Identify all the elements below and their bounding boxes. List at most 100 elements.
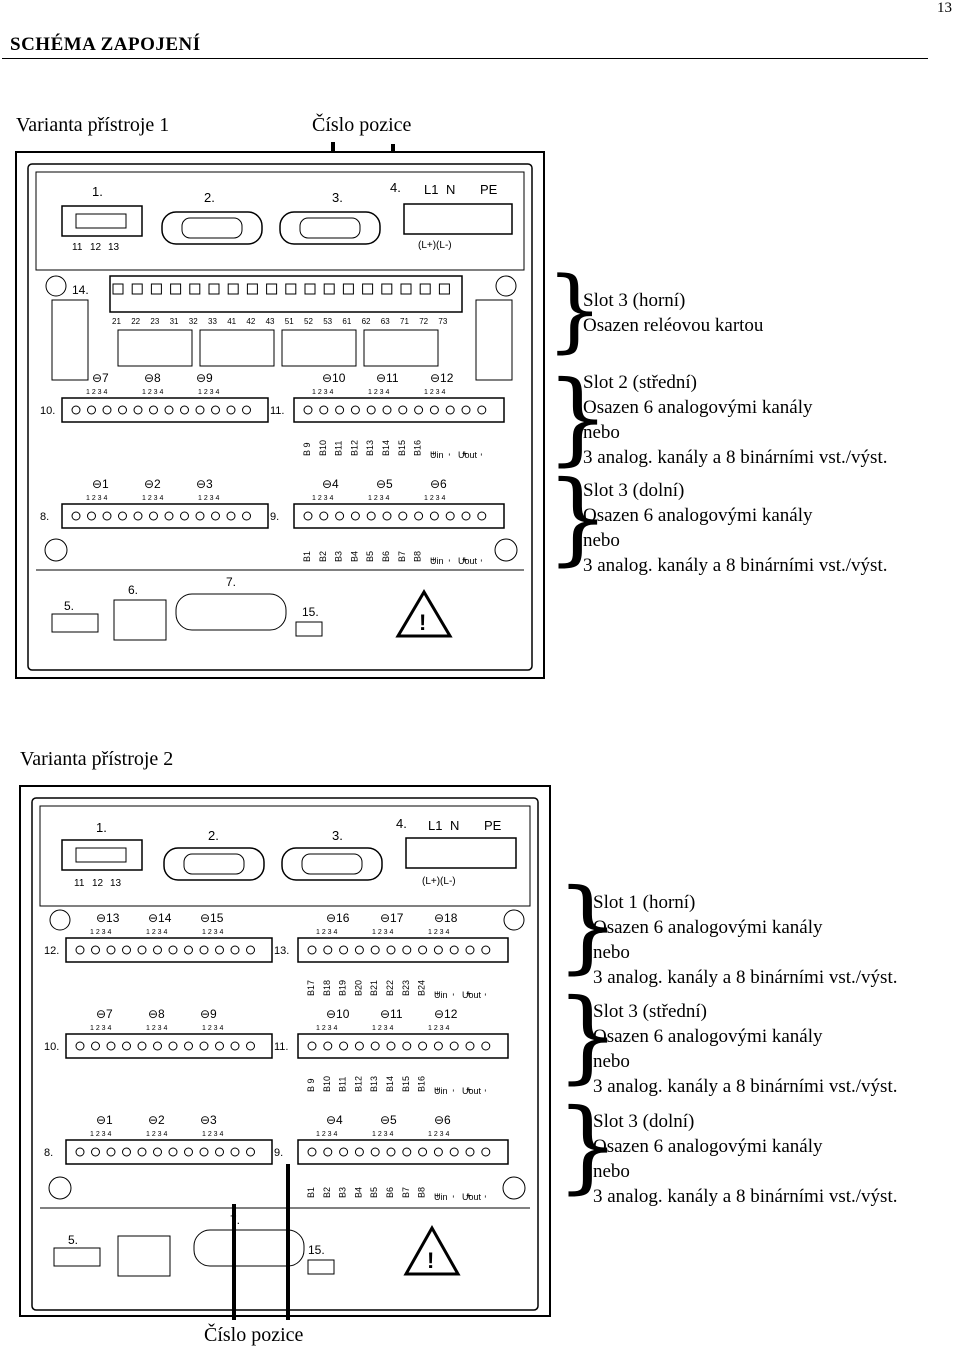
v2-mid-terminal-screw	[481, 1041, 491, 1051]
v2-mid-channel-label: ⊖12	[434, 1007, 458, 1021]
v2-mid-terminal-screw	[91, 1041, 100, 1051]
v1-pin-11: 11	[72, 242, 83, 253]
v1-bot-terminal-screw	[149, 511, 158, 521]
v1-label-5: 5.	[64, 599, 74, 613]
v1-brace-1: }	[546, 258, 604, 363]
v2-bot-terminal-screw	[370, 1147, 380, 1157]
v2-ethernet-port	[117, 1235, 171, 1277]
v1-db-connector-7	[175, 593, 287, 631]
v2-brace-1: }	[556, 867, 620, 984]
v2-mid-binary-label: B16	[417, 1076, 427, 1092]
v1-mid-pin-numbers: 1 2 3 4	[142, 389, 164, 396]
v2-mid-binary-label: +	[432, 1087, 442, 1092]
v2-note-3: Slot 3 (dolní) Osazen 6 analogovými kaná…	[593, 1109, 897, 1209]
v2-bot-terminal-screw	[402, 1147, 412, 1157]
v2-db-connector-7	[193, 1229, 305, 1267]
v2-bot-row-left-label: 8.	[44, 1147, 53, 1159]
v2-top-terminal-screw	[386, 945, 396, 955]
v1-bot-terminal-screw	[461, 511, 471, 521]
v2-top-terminal-screw	[433, 945, 443, 955]
v2-mid-binary-label: -	[480, 1089, 490, 1092]
v1-mid-row-right-label: 11.	[270, 405, 284, 417]
v1-slot14-label: 14.	[72, 283, 89, 297]
v2-mid-binary-label: B13	[369, 1076, 379, 1092]
v2-bot-channel-label: ⊖3	[200, 1113, 217, 1127]
v2-mid-pin-numbers: 1 2 3 4	[316, 1025, 338, 1032]
v2-housing-inner	[31, 797, 539, 1311]
v2-mid-terminal-screw	[370, 1041, 380, 1051]
v2-bot-pin-numbers: 1 2 3 4	[202, 1131, 224, 1138]
v1-bot-pin-numbers: 1 2 3 4	[86, 495, 108, 502]
v2-bot-pin-numbers: 1 2 3 4	[372, 1131, 394, 1138]
v2-bot-binary-label: B7	[401, 1187, 411, 1198]
v1-note-1-line-1: Osazen reléovou kartou	[583, 315, 764, 336]
section-title: SCHÉMA ZAPOJENÍ	[10, 34, 201, 55]
header-rule	[2, 58, 928, 59]
v1-bot-terminal-screw	[319, 511, 329, 521]
v2-top-channel-label: ⊖17	[380, 911, 404, 925]
v1-relay-pin-slot	[400, 283, 412, 295]
v1-relay-pin-slot	[438, 283, 450, 295]
v1-label-l1: L1	[424, 182, 438, 197]
v2-pin-13: 13	[110, 878, 122, 889]
v1-mid-terminal-screw	[335, 405, 345, 415]
v2-top-row-right-label: 13.	[274, 945, 289, 957]
v2-bot-terminal-screw	[75, 1147, 85, 1157]
v2-bot-channel-label: ⊖6	[434, 1113, 451, 1127]
v2-bot-binary-label: B4	[353, 1187, 363, 1198]
v2-note-1-line-1: Osazen 6 analogovými kanály	[593, 917, 823, 938]
v1-bot-terminal-screw	[87, 511, 96, 521]
v2-top-terminal-screw	[137, 945, 147, 955]
v1-relay-pin-slot	[208, 283, 220, 295]
v2-top-channel-label: ⊖15	[200, 911, 224, 925]
v2-note-2-title: Slot 3 (střední)	[593, 1001, 707, 1022]
v2-top-binary-label: B20	[353, 980, 363, 996]
v1-note-1: Slot 3 (horní) Osazen reléovou kartou	[583, 288, 763, 338]
v1-mid-channel-label: ⊖11	[376, 371, 399, 385]
v1-mid-terminal-screw	[461, 405, 471, 415]
v1-db-connector-3	[279, 211, 381, 245]
v1-bot-pin-numbers: 1 2 3 4	[424, 495, 446, 502]
v1-bot-terminal-screw	[102, 511, 112, 521]
v2-mid-terminal-screw	[137, 1041, 147, 1051]
v1-bot-binary-label: B1	[302, 551, 312, 562]
v1-pin-12: 12	[90, 242, 102, 253]
v2-mid-row-right-label: 11.	[274, 1041, 288, 1053]
v2-top-binary-label: -	[480, 993, 490, 996]
v2-top-binary-label: B22	[385, 980, 395, 996]
v2-mid-terminal-screw	[386, 1041, 396, 1051]
v1-bot-terminal-screw	[242, 511, 251, 521]
v2-top-terminal-screw	[418, 945, 428, 955]
v2-bot-binary-label: B1	[306, 1187, 316, 1198]
v1-label-15: 15.	[302, 605, 319, 619]
v1-bot-channel-label: ⊖2	[144, 477, 161, 491]
v2-note-1-title: Slot 1 (horní)	[593, 892, 696, 913]
v1-relay-pin-slot	[112, 283, 124, 295]
v1-bot-terminal-screw	[335, 511, 345, 521]
v2-bot-binary-label: +	[464, 1193, 474, 1198]
v1-bot-terminal-screw	[164, 511, 174, 521]
v1-mid-pin-numbers: 1 2 3 4	[312, 389, 334, 396]
v2-mid-terminal-screw	[307, 1041, 317, 1051]
v1-relay-pin-label: 22	[131, 317, 140, 326]
v1-mid-channel-label: ⊖9	[196, 371, 213, 385]
v2-bot-binary-label: -	[448, 1195, 458, 1198]
v1-mid-pin-numbers: 1 2 3 4	[198, 389, 220, 396]
v1-side-block-left	[51, 299, 89, 381]
v2-bot-terminal-screw	[418, 1147, 428, 1157]
v1-side-block-right	[475, 299, 513, 381]
v2-mid-terminal-screw	[402, 1041, 412, 1051]
v2-top-panel	[39, 805, 531, 907]
v2-top-binary-label: B23	[401, 980, 411, 996]
v2-top-binary-label: B21	[369, 980, 379, 996]
v1-mid-terminal-screw	[195, 405, 205, 415]
v1-bot-binary-label: B8	[413, 551, 423, 562]
v2-top-row-left-label: 12.	[44, 945, 59, 957]
v2-warning-icon	[403, 1224, 461, 1276]
page-number: 13	[937, 0, 952, 16]
v1-label-1: 1.	[92, 184, 103, 199]
v1-relay-pin-label: 73	[438, 317, 447, 326]
v1-brace-2: }	[546, 359, 610, 476]
